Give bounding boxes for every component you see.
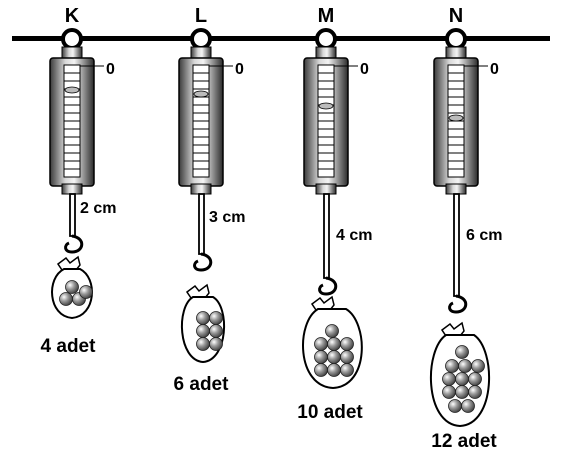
- balls: [59, 280, 93, 306]
- scale-label: M: [318, 5, 335, 27]
- zero-mark: 0: [235, 61, 244, 78]
- hook: [318, 276, 338, 296]
- balls: [314, 324, 354, 377]
- hook: [193, 252, 213, 272]
- scale-pointer: [193, 90, 209, 98]
- hanger-ring: [61, 28, 83, 50]
- count-label: 10 adet: [297, 402, 363, 423]
- spring-scale-n: N 0 6 cm: [429, 5, 502, 452]
- count-label: 6 adet: [174, 374, 230, 395]
- spring-scale-m: M 0 4 cm: [297, 5, 372, 423]
- hook: [64, 234, 84, 254]
- extension-label: 3 cm: [209, 209, 245, 226]
- zero-mark: 0: [106, 61, 115, 78]
- extension-label: 4 cm: [336, 227, 372, 244]
- zero-mark: 0: [490, 61, 499, 78]
- extension-label: 2 cm: [80, 200, 116, 217]
- scale-cap-bottom: [445, 183, 467, 195]
- hook: [448, 294, 468, 314]
- balls: [442, 345, 485, 413]
- spring-rod: [453, 193, 460, 297]
- scale-pointer: [318, 102, 334, 110]
- spring-rod: [69, 193, 76, 237]
- hanger-ring: [190, 28, 212, 50]
- scale-label: L: [195, 5, 207, 27]
- spring-rod: [198, 193, 205, 255]
- extension-label: 6 cm: [466, 227, 502, 244]
- balls: [196, 311, 223, 351]
- spring-scale-k: K 0 2 cm 4 adet: [41, 5, 117, 357]
- spring-rod: [323, 193, 330, 279]
- scale-pointer: [64, 86, 80, 94]
- scale-label: N: [449, 5, 463, 27]
- support-bar: [12, 36, 550, 41]
- scale-cap-bottom: [315, 183, 337, 195]
- count-label: 12 adet: [431, 431, 497, 452]
- spring-scale-l: L 0 3 cm 6 adet: [174, 5, 246, 395]
- scale-pointer: [448, 114, 464, 122]
- zero-mark: 0: [360, 61, 369, 78]
- hanger-ring: [445, 28, 467, 50]
- scale-cap-bottom: [61, 183, 83, 195]
- scale-label: K: [65, 5, 80, 27]
- hanger-ring: [315, 28, 337, 50]
- scale-cap-bottom: [190, 183, 212, 195]
- count-label: 4 adet: [41, 336, 97, 357]
